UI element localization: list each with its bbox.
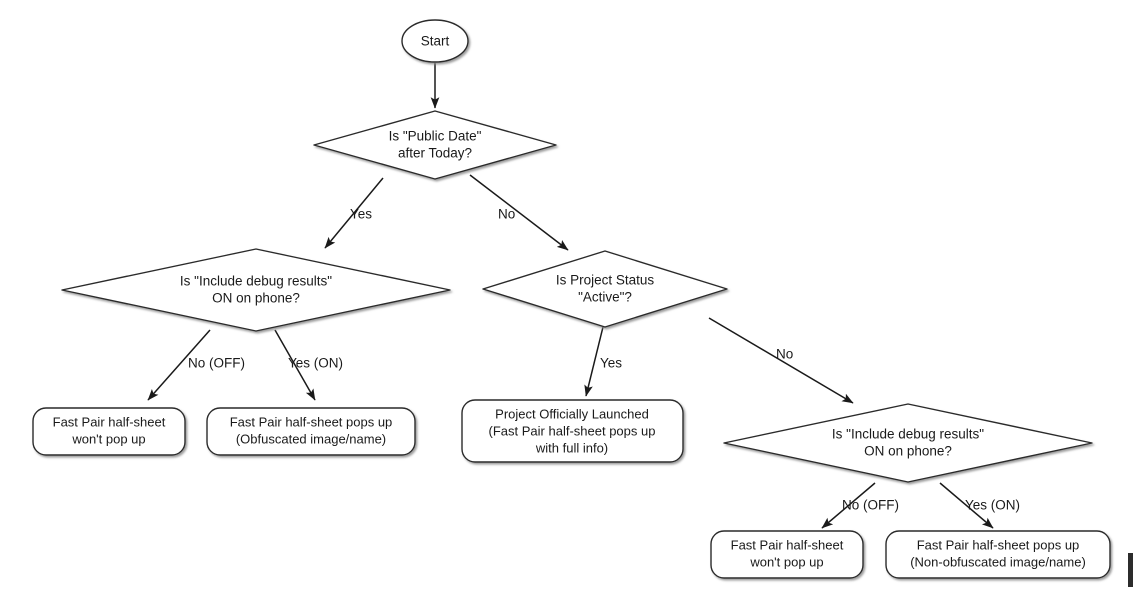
edge-label-public-date-yes: Yes [350,207,372,222]
terminal-left-on-box [206,407,416,456]
decision-project-status-diamond [482,250,728,328]
edge-labels-layer: Yes No No (OFF) Yes (ON) Yes No No (OFF)… [188,207,1020,513]
decision-debug-right-line1: Is "Include debug results" [832,427,984,442]
node-decision-debug-right[interactable]: Is "Include debug results" ON on phone? [723,403,1093,483]
terminal-launched-line2: (Fast Pair half-sheet pops up [489,423,656,438]
terminal-right-on-line2: (Non-obfuscated image/name) [910,554,1086,569]
decision-public-date-line1: Is "Public Date" [389,129,482,144]
edge-label-debug-right-on: Yes (ON) [965,498,1020,513]
edge-debug-left-on [274,329,316,401]
terminal-right-off-box [710,530,864,579]
node-terminal-launched[interactable]: Project Officially Launched (Fast Pair h… [461,399,684,463]
decision-public-date-diamond [313,110,557,180]
start-label: Start [421,34,450,49]
page-edge-artifact [1128,553,1133,587]
node-decision-public-date[interactable]: Is "Public Date" after Today? [313,110,557,180]
node-decision-debug-left[interactable]: Is "Include debug results" ON on phone? [61,248,451,332]
start-ellipse [401,19,469,63]
edge-label-public-date-no: No [498,207,515,222]
edge-debug-right-on [939,482,994,529]
decision-project-status-line1: Is Project Status [556,273,655,288]
terminal-left-off-line2: won't pop up [71,431,145,446]
edge-label-debug-left-off: No (OFF) [188,356,245,371]
edge-label-project-status-no: No [776,347,793,362]
terminal-launched-line3: with full info) [535,440,608,455]
terminal-left-on-line2: (Obfuscated image/name) [236,431,386,446]
node-terminal-left-on[interactable]: Fast Pair half-sheet pops up (Obfuscated… [206,407,416,456]
edge-project-status-yes [584,326,604,397]
edge-public-date-no [469,174,569,251]
edge-debug-left-off [147,329,211,401]
decision-debug-left-diamond [61,248,451,332]
decision-debug-right-diamond [723,403,1093,483]
node-terminal-right-on[interactable]: Fast Pair half-sheet pops up (Non-obfusc… [885,530,1111,579]
terminal-left-off-line1: Fast Pair half-sheet [53,414,166,429]
decision-public-date-line2: after Today? [398,146,472,161]
terminal-left-on-line1: Fast Pair half-sheet pops up [230,414,393,429]
decision-debug-left-line1: Is "Include debug results" [180,274,332,289]
terminal-right-on-line1: Fast Pair half-sheet pops up [917,537,1080,552]
edge-label-debug-left-on: Yes (ON) [288,356,343,371]
terminal-launched-box [461,399,684,463]
node-start[interactable]: Start [401,19,469,63]
node-terminal-left-off[interactable]: Fast Pair half-sheet won't pop up [32,407,186,456]
edge-public-date-yes [324,177,384,249]
node-decision-project-status[interactable]: Is Project Status "Active"? [482,250,728,328]
terminal-right-off-line1: Fast Pair half-sheet [731,537,844,552]
decision-debug-left-line2: ON on phone? [212,291,300,306]
node-terminal-right-off[interactable]: Fast Pair half-sheet won't pop up [710,530,864,579]
terminal-launched-line1: Project Officially Launched [495,406,649,421]
terminal-left-off-box [32,407,186,456]
edges-layer [147,63,994,529]
edge-project-status-no [708,317,854,404]
edge-label-debug-right-off: No (OFF) [842,498,899,513]
edge-debug-right-off [821,482,876,529]
decision-project-status-line2: "Active"? [578,290,632,305]
edge-label-project-status-yes: Yes [600,356,622,371]
decision-debug-right-line2: ON on phone? [864,444,952,459]
terminal-right-on-box [885,530,1111,579]
terminal-right-off-line2: won't pop up [749,554,823,569]
